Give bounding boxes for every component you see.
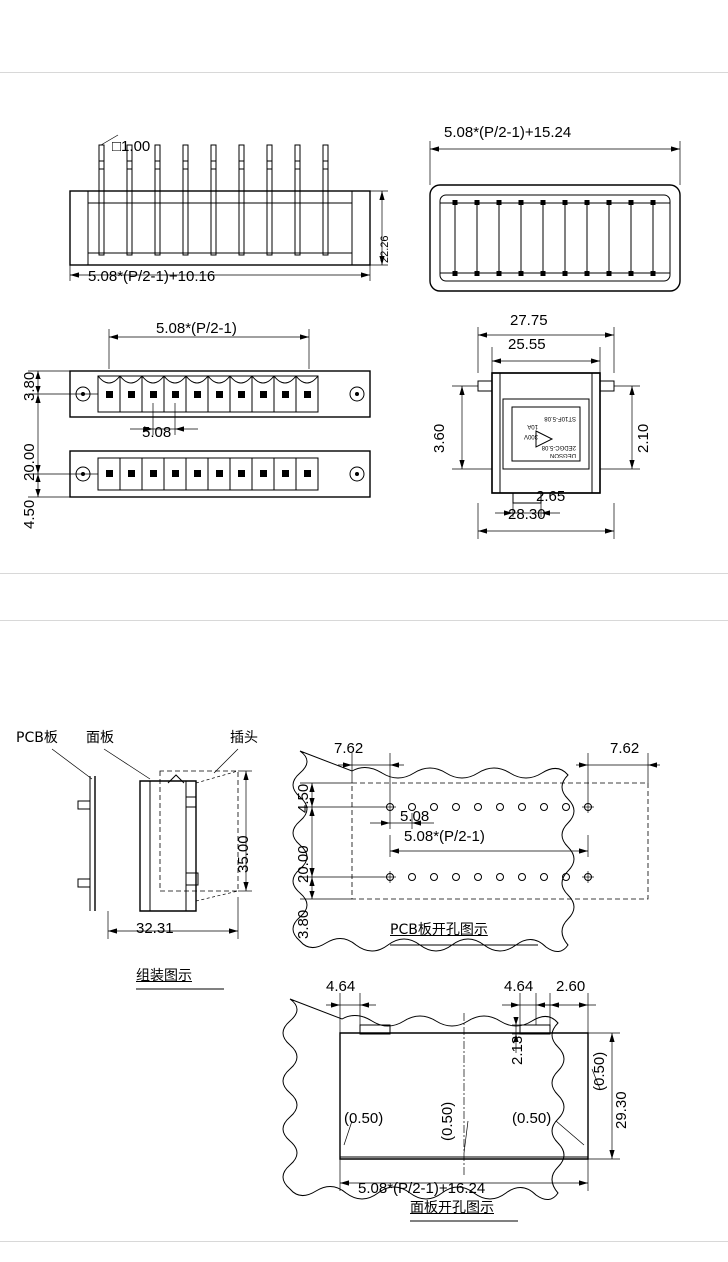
dim-pin-square: □1.00 <box>112 138 151 155</box>
application-drawings-panel: PCB板 面板 插头 35.00 32.31 组装图示 7.62 7.62 4.… <box>0 620 728 1242</box>
caption-pcb-hole: PCB板开孔图示 <box>390 922 488 938</box>
callout-front-panel: 面板 <box>86 730 114 746</box>
dim-body-height: 22.26 <box>379 235 391 263</box>
dim-pcb-edge-right: 7.62 <box>610 740 640 757</box>
dim-cutout-right-corner: 2.60 <box>556 978 586 995</box>
dim-foot: 2.65 <box>536 488 566 505</box>
dim-pitch: 5.08 <box>142 424 172 441</box>
dim-cutout-tab-height: 2.13 <box>509 1035 526 1065</box>
dim-pcb-top-offset: 4.50 <box>295 783 312 813</box>
dim-overall-width: 5.08*(P/2-1)+15.24 <box>444 124 572 141</box>
dim-row-spacing: 20.00 <box>21 443 38 481</box>
dim-pcb-hole-span: 5.08*(P/2-1) <box>404 828 485 845</box>
product-label: DEGSON 2EDGC-5.08 ST10F-5.08 300V 10A <box>514 407 578 459</box>
dim-flange-offset: 3.60 <box>431 423 448 453</box>
dim-body-length: 5.08*(P/2-1)+10.16 <box>88 268 216 285</box>
label-standard: ST10F-5.08 <box>544 415 576 421</box>
dim-cutout-top-tab: 4.64 <box>504 978 534 995</box>
dim-depth-outer: 27.75 <box>510 312 548 329</box>
dim-cutout-left-corner: 4.64 <box>326 978 356 995</box>
label-voltage: 300V <box>523 433 538 439</box>
dim-pcb-row-pitch: 5.08 <box>400 808 430 825</box>
dim-cutout-width: 5.08*(P/2-1)+16.24 <box>358 1180 486 1197</box>
caption-panel-cutout: 面板开孔图示 <box>410 1200 494 1216</box>
dim-pcb-bottom-offset: 3.80 <box>295 909 312 939</box>
dimensioned-views-panel: □1.00 5.08*(P/2-1)+10.16 22.26 5.08*(P/2… <box>0 72 728 574</box>
caption-assembly: 组装图示 <box>136 968 192 984</box>
dim-assembly-depth: 32.31 <box>136 920 174 937</box>
dim-bottom-edge: 4.50 <box>21 499 38 529</box>
top-panel-geometry <box>28 134 681 539</box>
dim-top-edge: 3.80 <box>21 371 38 401</box>
dim-step: 2.10 <box>635 423 652 453</box>
callout-plug: 插头 <box>230 730 258 746</box>
dim-radius-right: (0.50) <box>512 1110 552 1127</box>
dim-total-depth: 28.30 <box>508 506 546 523</box>
dim-radius-center: (0.50) <box>439 1101 456 1141</box>
dim-assembly-height: 35.00 <box>235 835 252 873</box>
dim-pcb-row-spacing: 20.00 <box>295 845 312 883</box>
label-brand: DEGSON <box>549 452 576 458</box>
label-model: 2EDGC-5.08 <box>541 444 576 450</box>
label-current: 10A <box>527 423 538 429</box>
dim-radius-far-right: (0.50) <box>591 1051 608 1091</box>
dim-radius-left: (0.50) <box>344 1110 384 1127</box>
dim-pcb-edge-left: 7.62 <box>334 740 364 757</box>
bottom-panel-geometry <box>51 748 660 1222</box>
callout-pcb-board: PCB板 <box>16 730 58 746</box>
dim-depth-inner: 25.55 <box>508 336 546 353</box>
dim-cutout-height: 29.30 <box>613 1091 630 1129</box>
dim-pitch-span: 5.08*(P/2-1) <box>156 320 237 337</box>
